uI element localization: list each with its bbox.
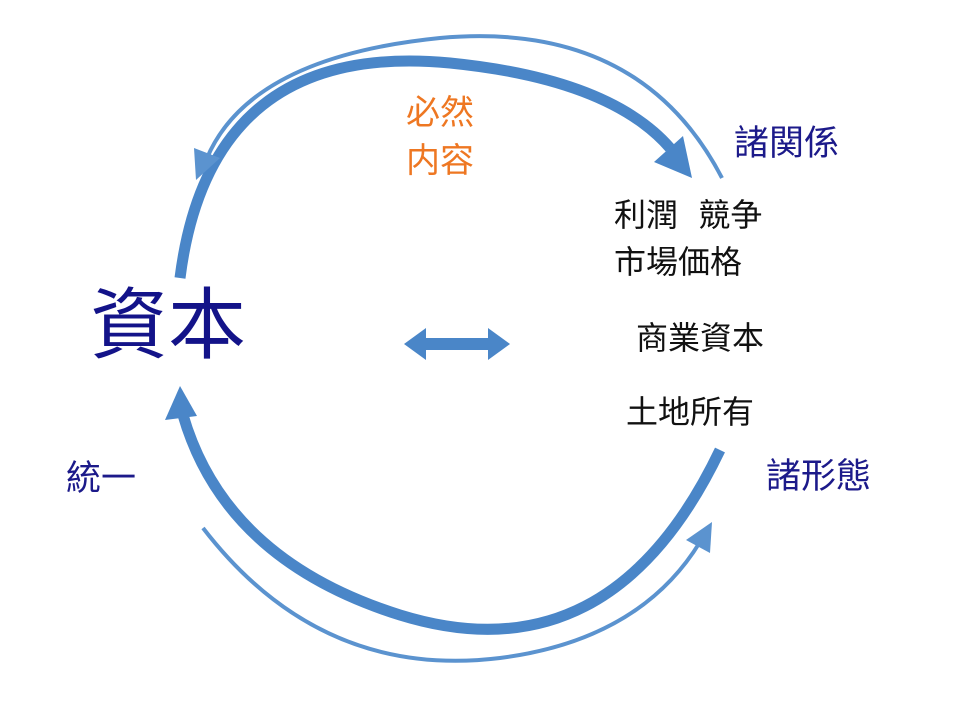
relations-label: 諸関係 bbox=[734, 124, 840, 164]
profit-competition-item: 利潤 競争 bbox=[614, 196, 763, 234]
lower-thick-arc bbox=[177, 413, 725, 635]
double-headed-arrow bbox=[404, 328, 510, 360]
upper-thin-arrowhead bbox=[194, 148, 220, 180]
unity-label: 統一 bbox=[66, 459, 137, 499]
upper-thick-arrowhead bbox=[654, 136, 692, 178]
upper-thin-arc bbox=[205, 34, 724, 179]
lower-thin-arrowhead bbox=[686, 522, 712, 553]
necessity-content-label: 必然 内容 bbox=[406, 89, 474, 185]
necessity-line-2: 内容 bbox=[406, 141, 474, 181]
lower-thick-arrowhead bbox=[165, 386, 197, 420]
forms-label: 諸形態 bbox=[766, 457, 872, 497]
landed-property-item: 土地所有 bbox=[626, 393, 755, 431]
commercial-capital-item: 商業資本 bbox=[636, 319, 765, 357]
market-price-item: 市場価格 bbox=[614, 243, 743, 281]
lower-thin-arc bbox=[201, 526, 702, 663]
upper-thick-arc bbox=[174, 55, 675, 279]
necessity-line-1: 必然 bbox=[406, 93, 474, 133]
capital-label: 資本 bbox=[90, 281, 247, 371]
